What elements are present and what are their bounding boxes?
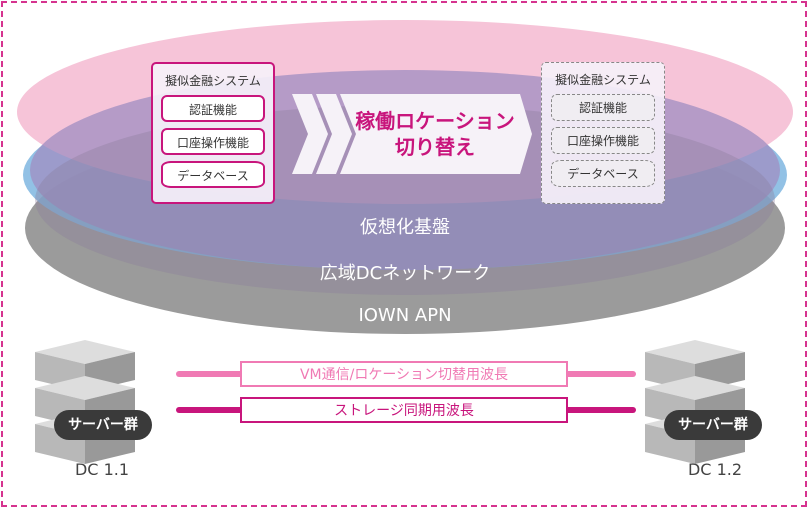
dc-label: DC 1.1 [74, 460, 130, 479]
module-database: データベース [161, 161, 265, 188]
vm-wavelength-label: VM通信/ロケーション切替用波長 [240, 361, 568, 387]
layer-apn-label: IOWN APN [358, 305, 452, 326]
server-stack-right [645, 340, 745, 464]
migration-label: 稼働ロケーション切り替え [355, 109, 515, 159]
system-title: 擬似金融システム [165, 74, 261, 88]
module-auth: 認証機能 [161, 95, 265, 122]
chevron-arrow [292, 94, 532, 174]
storage-wavelength-label: ストレージ同期用波長 [240, 397, 568, 423]
layer-network-label: 広域DCネットワーク [319, 263, 491, 284]
layer-virtual-label: 仮想化基盤 [360, 217, 450, 238]
target-system: 擬似金融システム 認証機能 口座操作機能 データベース [541, 62, 665, 204]
source-system: 擬似金融システム 認証機能 口座操作機能 データベース [151, 62, 275, 204]
server-group-badge: サーバー群 [664, 410, 762, 440]
module-database: データベース [551, 160, 655, 187]
server-stack-left [35, 340, 135, 464]
server-group-badge: サーバー群 [54, 410, 152, 440]
module-auth: 認証機能 [551, 94, 655, 121]
system-title: 擬似金融システム [555, 73, 651, 87]
dc-label: DC 1.2 [687, 460, 743, 479]
module-account: 口座操作機能 [551, 127, 655, 154]
module-account: 口座操作機能 [161, 128, 265, 155]
